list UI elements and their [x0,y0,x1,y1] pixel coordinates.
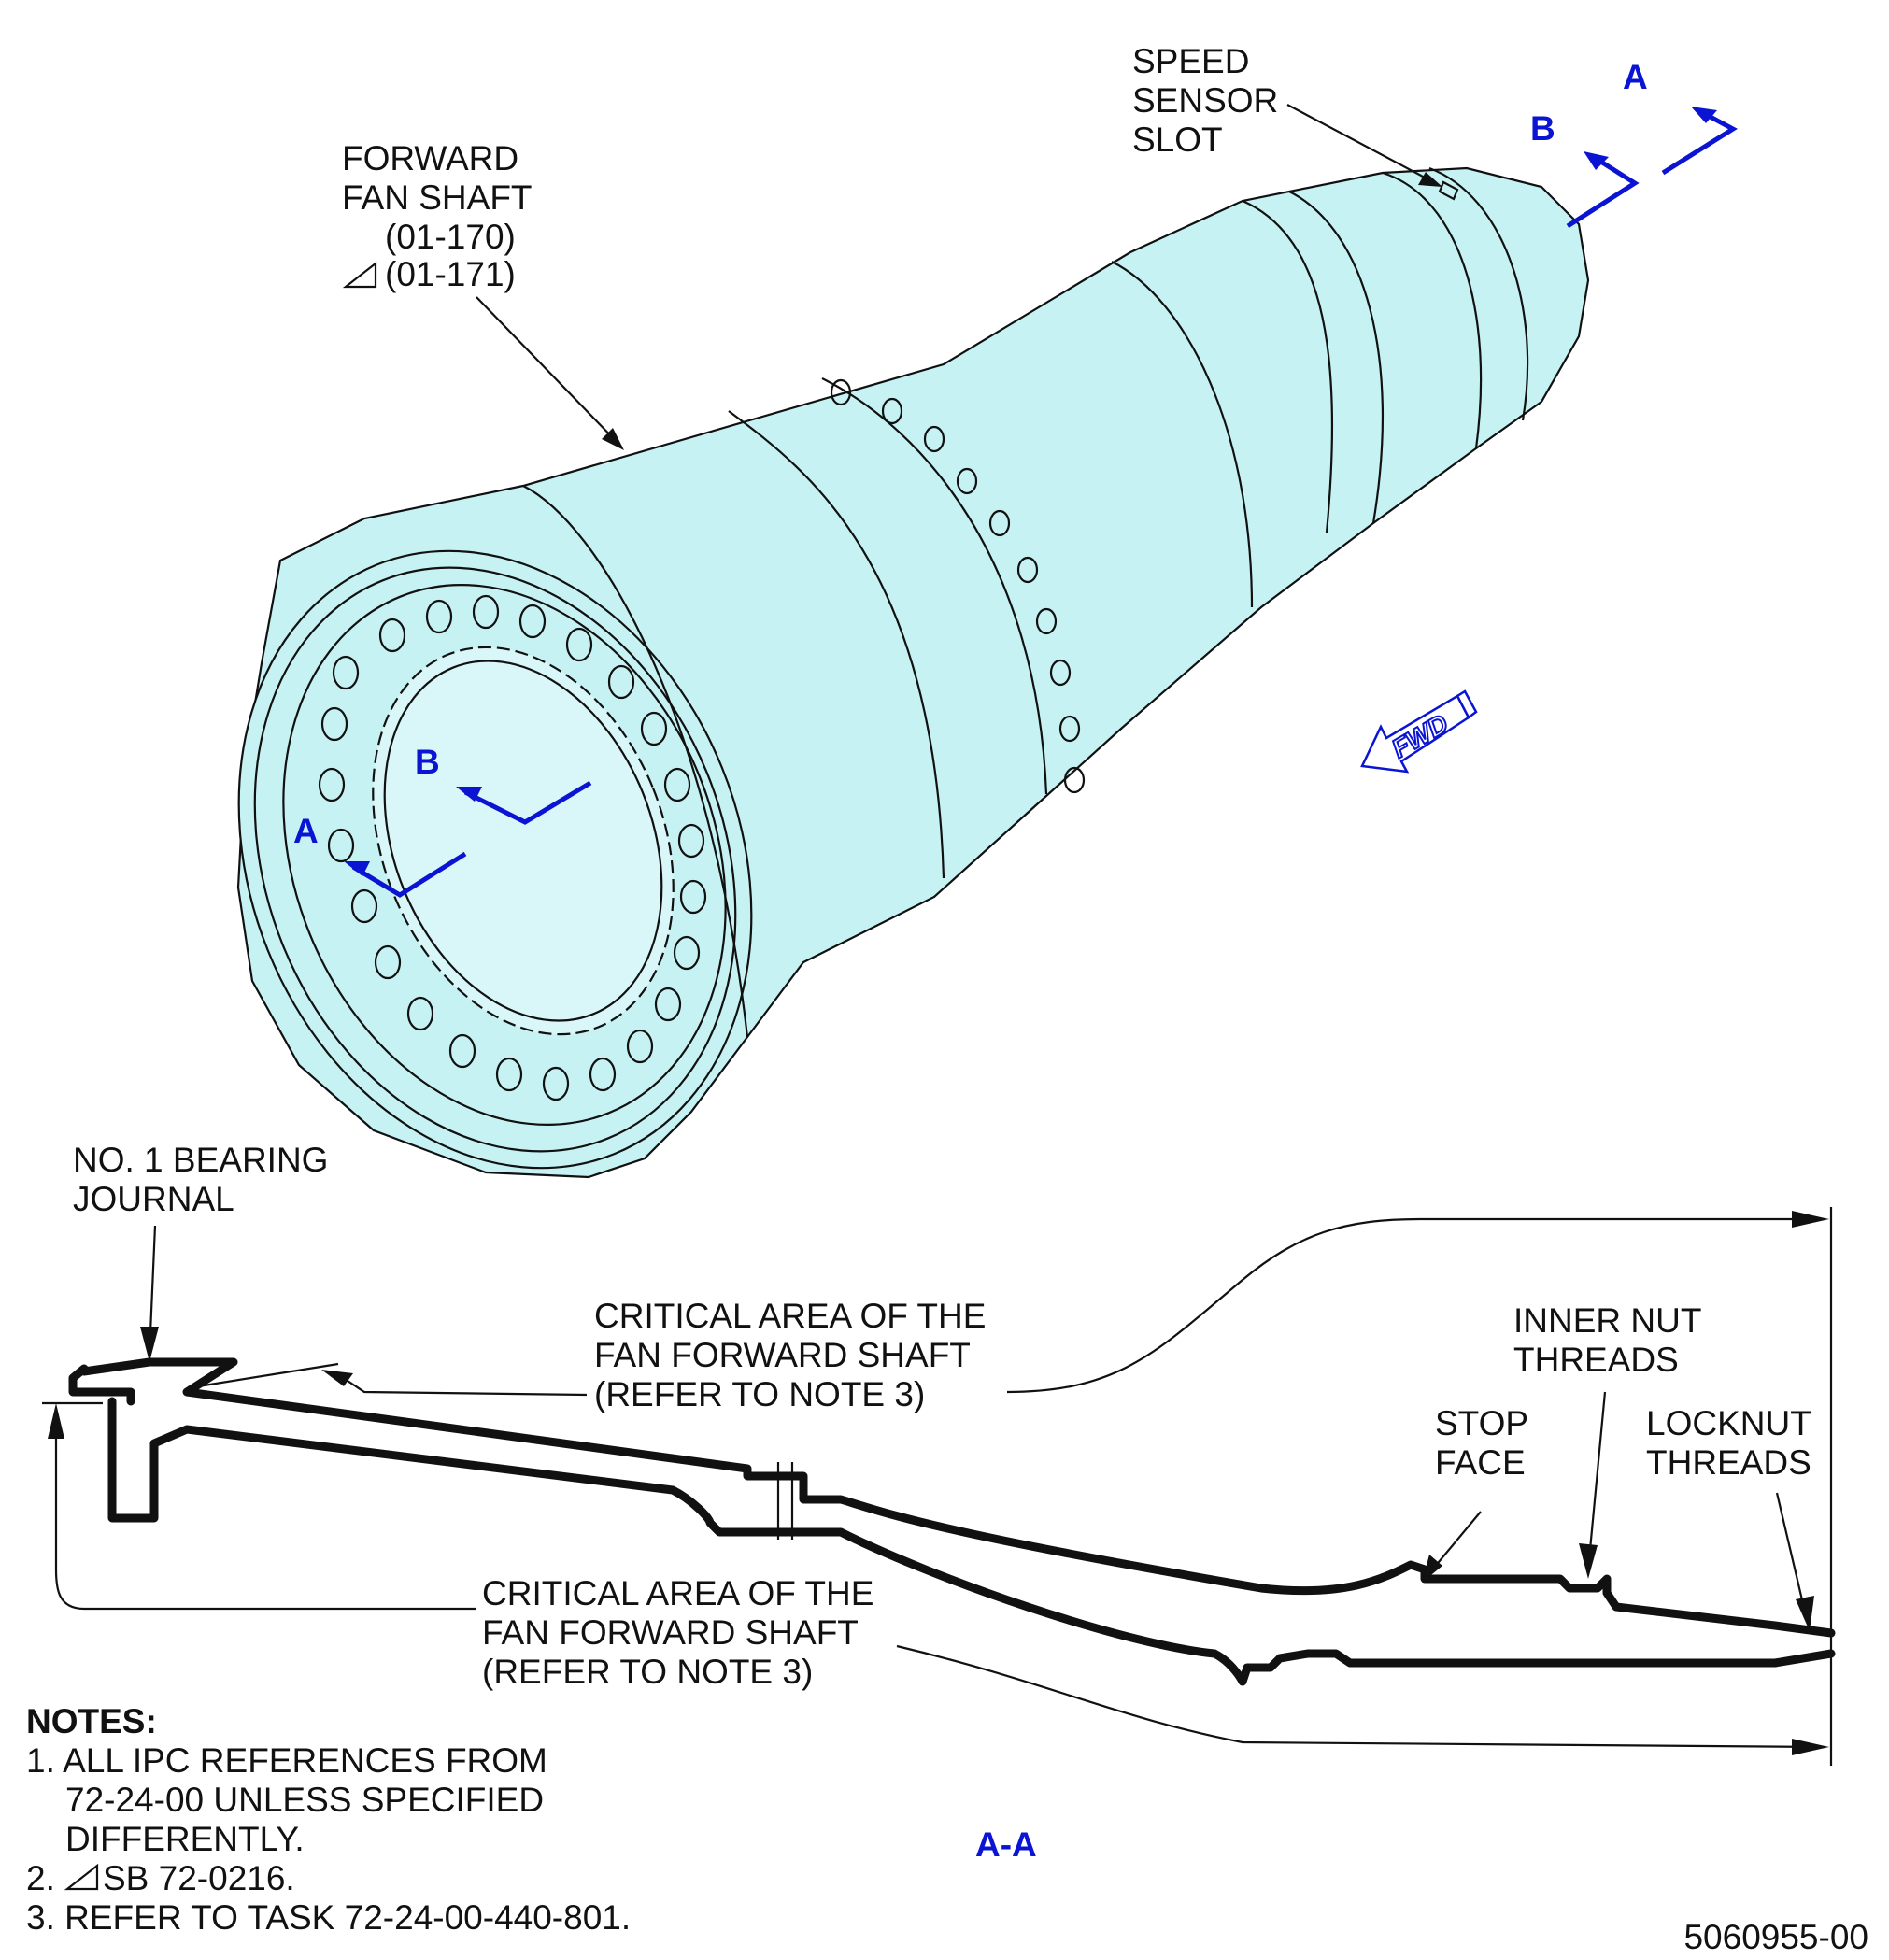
band-holes [830,378,1086,794]
section-a-a [42,1207,1836,1766]
section-markers-front: B A [293,743,592,898]
speed-sensor-line1: SPEED [1132,42,1249,80]
section-title: A-A [975,1825,1037,1864]
note-triangle-icon [342,261,377,289]
inner-nut-threads-line1: INNER NUT [1513,1301,1701,1340]
forward-fan-shaft-ipc1: (01-170) [385,218,516,256]
fwd-label: FWD [1387,708,1454,763]
flange-bolt-holes [318,594,707,1101]
forward-fan-shaft-line1: FORWARD [342,139,518,178]
critical-area-lower-line1: CRITICAL AREA OF THE [482,1574,873,1612]
critical-area-lower-line3: (REFER TO NOTE 3) [482,1653,813,1691]
section-marker-b-front: B [415,743,440,781]
section-marker-b-upper: B [1530,109,1555,148]
figure-number: 5060955-00 [1683,1918,1868,1956]
note-1-line3: DIFFERENTLY. [65,1820,305,1858]
speed-sensor-line2: SENSOR [1132,81,1278,120]
critical-area-upper-line1: CRITICAL AREA OF THE [594,1297,986,1335]
stop-face-line1: STOP [1435,1404,1528,1442]
bearing-journal-line2: JOURNAL [73,1180,234,1218]
fwd-arrow-icon: FWD [1360,689,1478,774]
locknut-threads-line1: LOCKNUT [1646,1404,1811,1442]
inner-nut-threads-line2: THREADS [1513,1341,1679,1379]
note-2-triangle-icon [64,1863,99,1891]
note-3: 3. REFER TO TASK 72-24-00-440-801. [26,1898,631,1937]
speed-sensor-line3: SLOT [1132,121,1223,159]
critical-area-upper-line3: (REFER TO NOTE 3) [594,1375,925,1413]
note-1-line2: 72-24-00 UNLESS SPECIFIED [65,1781,544,1819]
fan-shaft-illustration [236,166,1590,1179]
section-marker-a-upper: A [1623,58,1648,96]
forward-fan-shaft-line2: FAN SHAFT [342,178,533,217]
section-markers-upper: A B [1530,58,1738,229]
forward-fan-shaft-callout: FORWARD FAN SHAFT (01-170) (01-171) [342,139,624,450]
note-1-line1: 1. ALL IPC REFERENCES FROM [26,1741,547,1780]
note-2-number: 2. [26,1859,55,1897]
stop-face-line2: FACE [1435,1443,1526,1482]
section-marker-a-front: A [293,812,319,850]
forward-fan-shaft-ipc2: (01-171) [385,255,516,293]
speed-sensor-slot-callout: SPEED SENSOR SLOT [1132,42,1442,187]
locknut-threads-line2: THREADS [1646,1443,1811,1482]
bearing-journal-line1: NO. 1 BEARING [73,1141,328,1179]
notes-heading: NOTES: [26,1702,157,1740]
notes-block: NOTES: 1. ALL IPC REFERENCES FROM 72-24-… [26,1702,631,1937]
note-2-text: SB 72-0216. [103,1859,295,1897]
section-labels: NO. 1 BEARING JOURNAL CRITICAL AREA OF T… [73,1141,1811,1864]
critical-area-lower-line2: FAN FORWARD SHAFT [482,1613,859,1652]
critical-area-upper-line2: FAN FORWARD SHAFT [594,1336,971,1374]
